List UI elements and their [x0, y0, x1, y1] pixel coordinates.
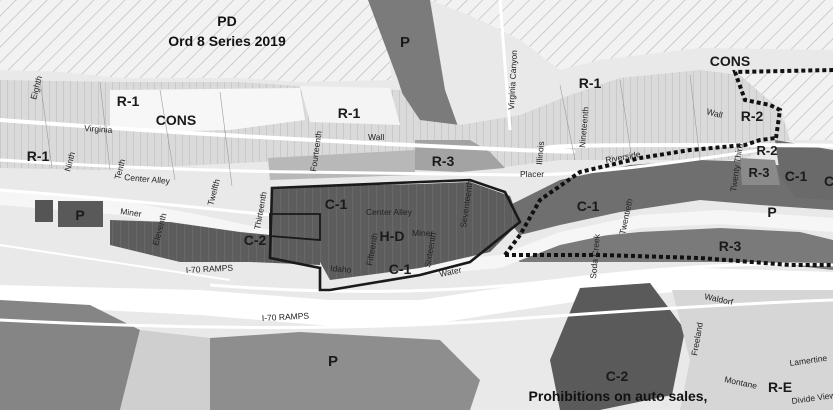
r1-open-area	[300, 86, 400, 125]
zone-r1-east-label: R-1	[579, 75, 602, 91]
zone-re-southeast-label: R-E	[768, 379, 792, 395]
zone-r3-center-label: R-3	[432, 153, 455, 169]
zone-r3-small-label: R-3	[749, 165, 770, 180]
river-band	[0, 190, 833, 275]
zone-r1-west-label: R-1	[27, 148, 50, 164]
zone-cons-north-east-label: CONS	[710, 53, 750, 69]
c2-west-lots	[110, 220, 320, 265]
zone-c1-east-corridor-label: C-1	[577, 198, 600, 214]
street-label-water: Water	[438, 264, 462, 278]
r3-small-block	[740, 158, 780, 185]
street-label-soda-creek: Soda Creek	[588, 233, 602, 279]
street-label-virginia-canyon: Virginia Canyon	[506, 50, 519, 111]
street-label-miner-east: Miner	[412, 228, 433, 238]
pd-hatched-area-east	[430, 0, 833, 70]
cons-open-area	[110, 88, 305, 132]
lot-lines	[39, 74, 701, 187]
sw-gray-area	[0, 300, 140, 410]
zone-p-west-label: P	[75, 207, 84, 223]
street-label-center-alley-west: Center Alley	[124, 172, 171, 186]
pd-ordinance-label: Ord 8 Series 2019	[168, 33, 286, 49]
downtown-boundary	[268, 178, 522, 292]
zone-r2-upper-label: R-2	[741, 108, 764, 124]
r3-east-corridor	[510, 228, 833, 270]
zone-c2-south-label: C-2	[606, 368, 629, 384]
dashed-district-boundary	[503, 68, 833, 267]
i70-highway-band	[0, 268, 833, 326]
zone-p-south-label: P	[328, 353, 338, 370]
pd-hatched-area-far-east	[740, 72, 833, 140]
zone-r1-center-label: R-1	[338, 105, 361, 121]
street-label-placer: Placer	[520, 169, 544, 179]
zone-c1-downtown-north-label: C-1	[325, 196, 348, 212]
zone-hd-downtown-label: H-D	[380, 228, 405, 244]
p-west-block-2	[58, 201, 103, 227]
zone-c1-downtown-south-label: C-1	[389, 261, 412, 277]
pd-hatched-area	[0, 0, 392, 82]
pd-code-label: PD	[217, 13, 236, 29]
street-label-miner-west: Miner	[120, 206, 143, 219]
c1-east-edge-block	[775, 140, 833, 200]
street-label-i70-ramps-south: I-70 RAMPS	[262, 311, 310, 323]
street-label-i70-ramps-west: I-70 RAMPS	[186, 263, 234, 275]
zone-r1-center-left-label: R-1	[117, 93, 140, 109]
street-label-nineteenth: Nineteenth	[577, 106, 591, 148]
street-label-virginia: Virginia	[84, 123, 113, 135]
prohibition-note: Prohibitions on auto sales,	[529, 388, 708, 404]
zone-c2-west-label: C-2	[244, 232, 267, 248]
zone-cons-center-left-label: CONS	[156, 112, 196, 128]
street-label-idaho: Idaho	[330, 263, 352, 275]
downtown-inner-boundary	[269, 213, 321, 241]
downtown-lots	[270, 182, 520, 280]
p-west-block-1	[35, 200, 53, 222]
p-south-area	[210, 332, 480, 410]
light-south-area	[120, 330, 210, 410]
re-southeast-area	[672, 290, 833, 410]
zone-p-north-label: P	[400, 34, 410, 51]
p-north-block	[368, 0, 470, 160]
street-label-wall-east: Wall	[705, 106, 723, 120]
zone-c-far-edge-label: C	[824, 173, 833, 189]
street-label-center-alley-east: Center Alley	[366, 207, 413, 217]
zone-r3-east-corridor-label: R-3	[719, 238, 742, 254]
street-label-illinois: Illinois	[534, 141, 546, 165]
zone-r2-lower-label: R-2	[757, 143, 778, 158]
street-label-wall-west: Wall	[368, 132, 384, 142]
zone-c1-east-edge-label: C-1	[785, 168, 808, 184]
zone-p-east-corridor-label: P	[767, 204, 776, 220]
